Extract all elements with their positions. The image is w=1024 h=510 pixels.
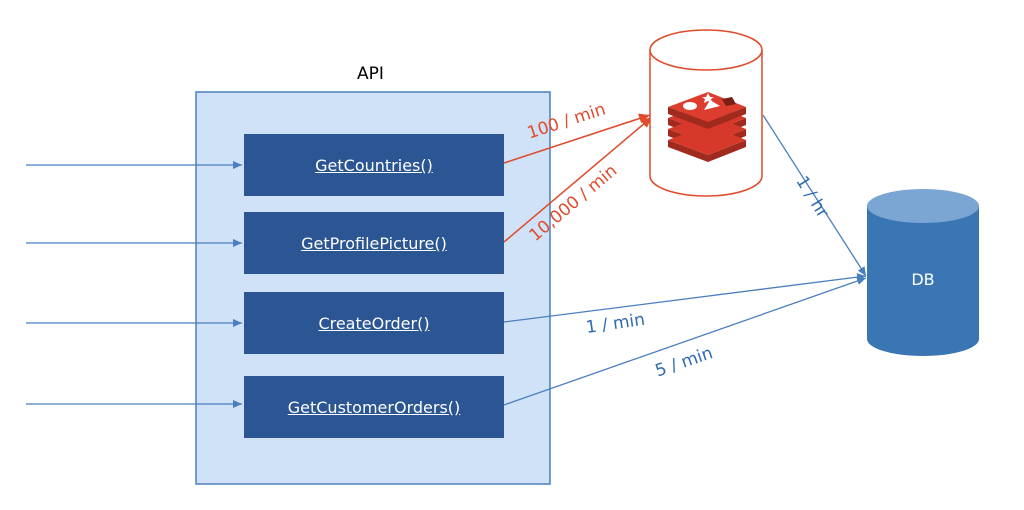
method-label: GetProfilePicture() xyxy=(301,233,447,253)
method-get-customer-orders: GetCustomerOrders() xyxy=(244,376,504,438)
method-create-order: CreateOrder() xyxy=(244,292,504,354)
method-get-profile-picture: GetProfilePicture() xyxy=(244,212,504,274)
method-get-countries: GetCountries() xyxy=(244,134,504,196)
method-label: GetCountries() xyxy=(315,155,433,175)
redis-logo-icon xyxy=(668,92,746,162)
arrow-cache-to-db xyxy=(762,114,867,277)
db-label: DB xyxy=(911,270,935,289)
arrow-customer-orders-to-db xyxy=(503,277,867,406)
arrow-profile-to-cache xyxy=(503,116,653,243)
method-label: GetCustomerOrders() xyxy=(287,397,461,417)
db-cylinder xyxy=(867,189,979,356)
method-label: CreateOrder() xyxy=(318,313,430,333)
api-title: API xyxy=(357,64,384,84)
arrow-create-order-to-db xyxy=(503,273,867,323)
arrow-countries-to-cache xyxy=(503,113,651,164)
